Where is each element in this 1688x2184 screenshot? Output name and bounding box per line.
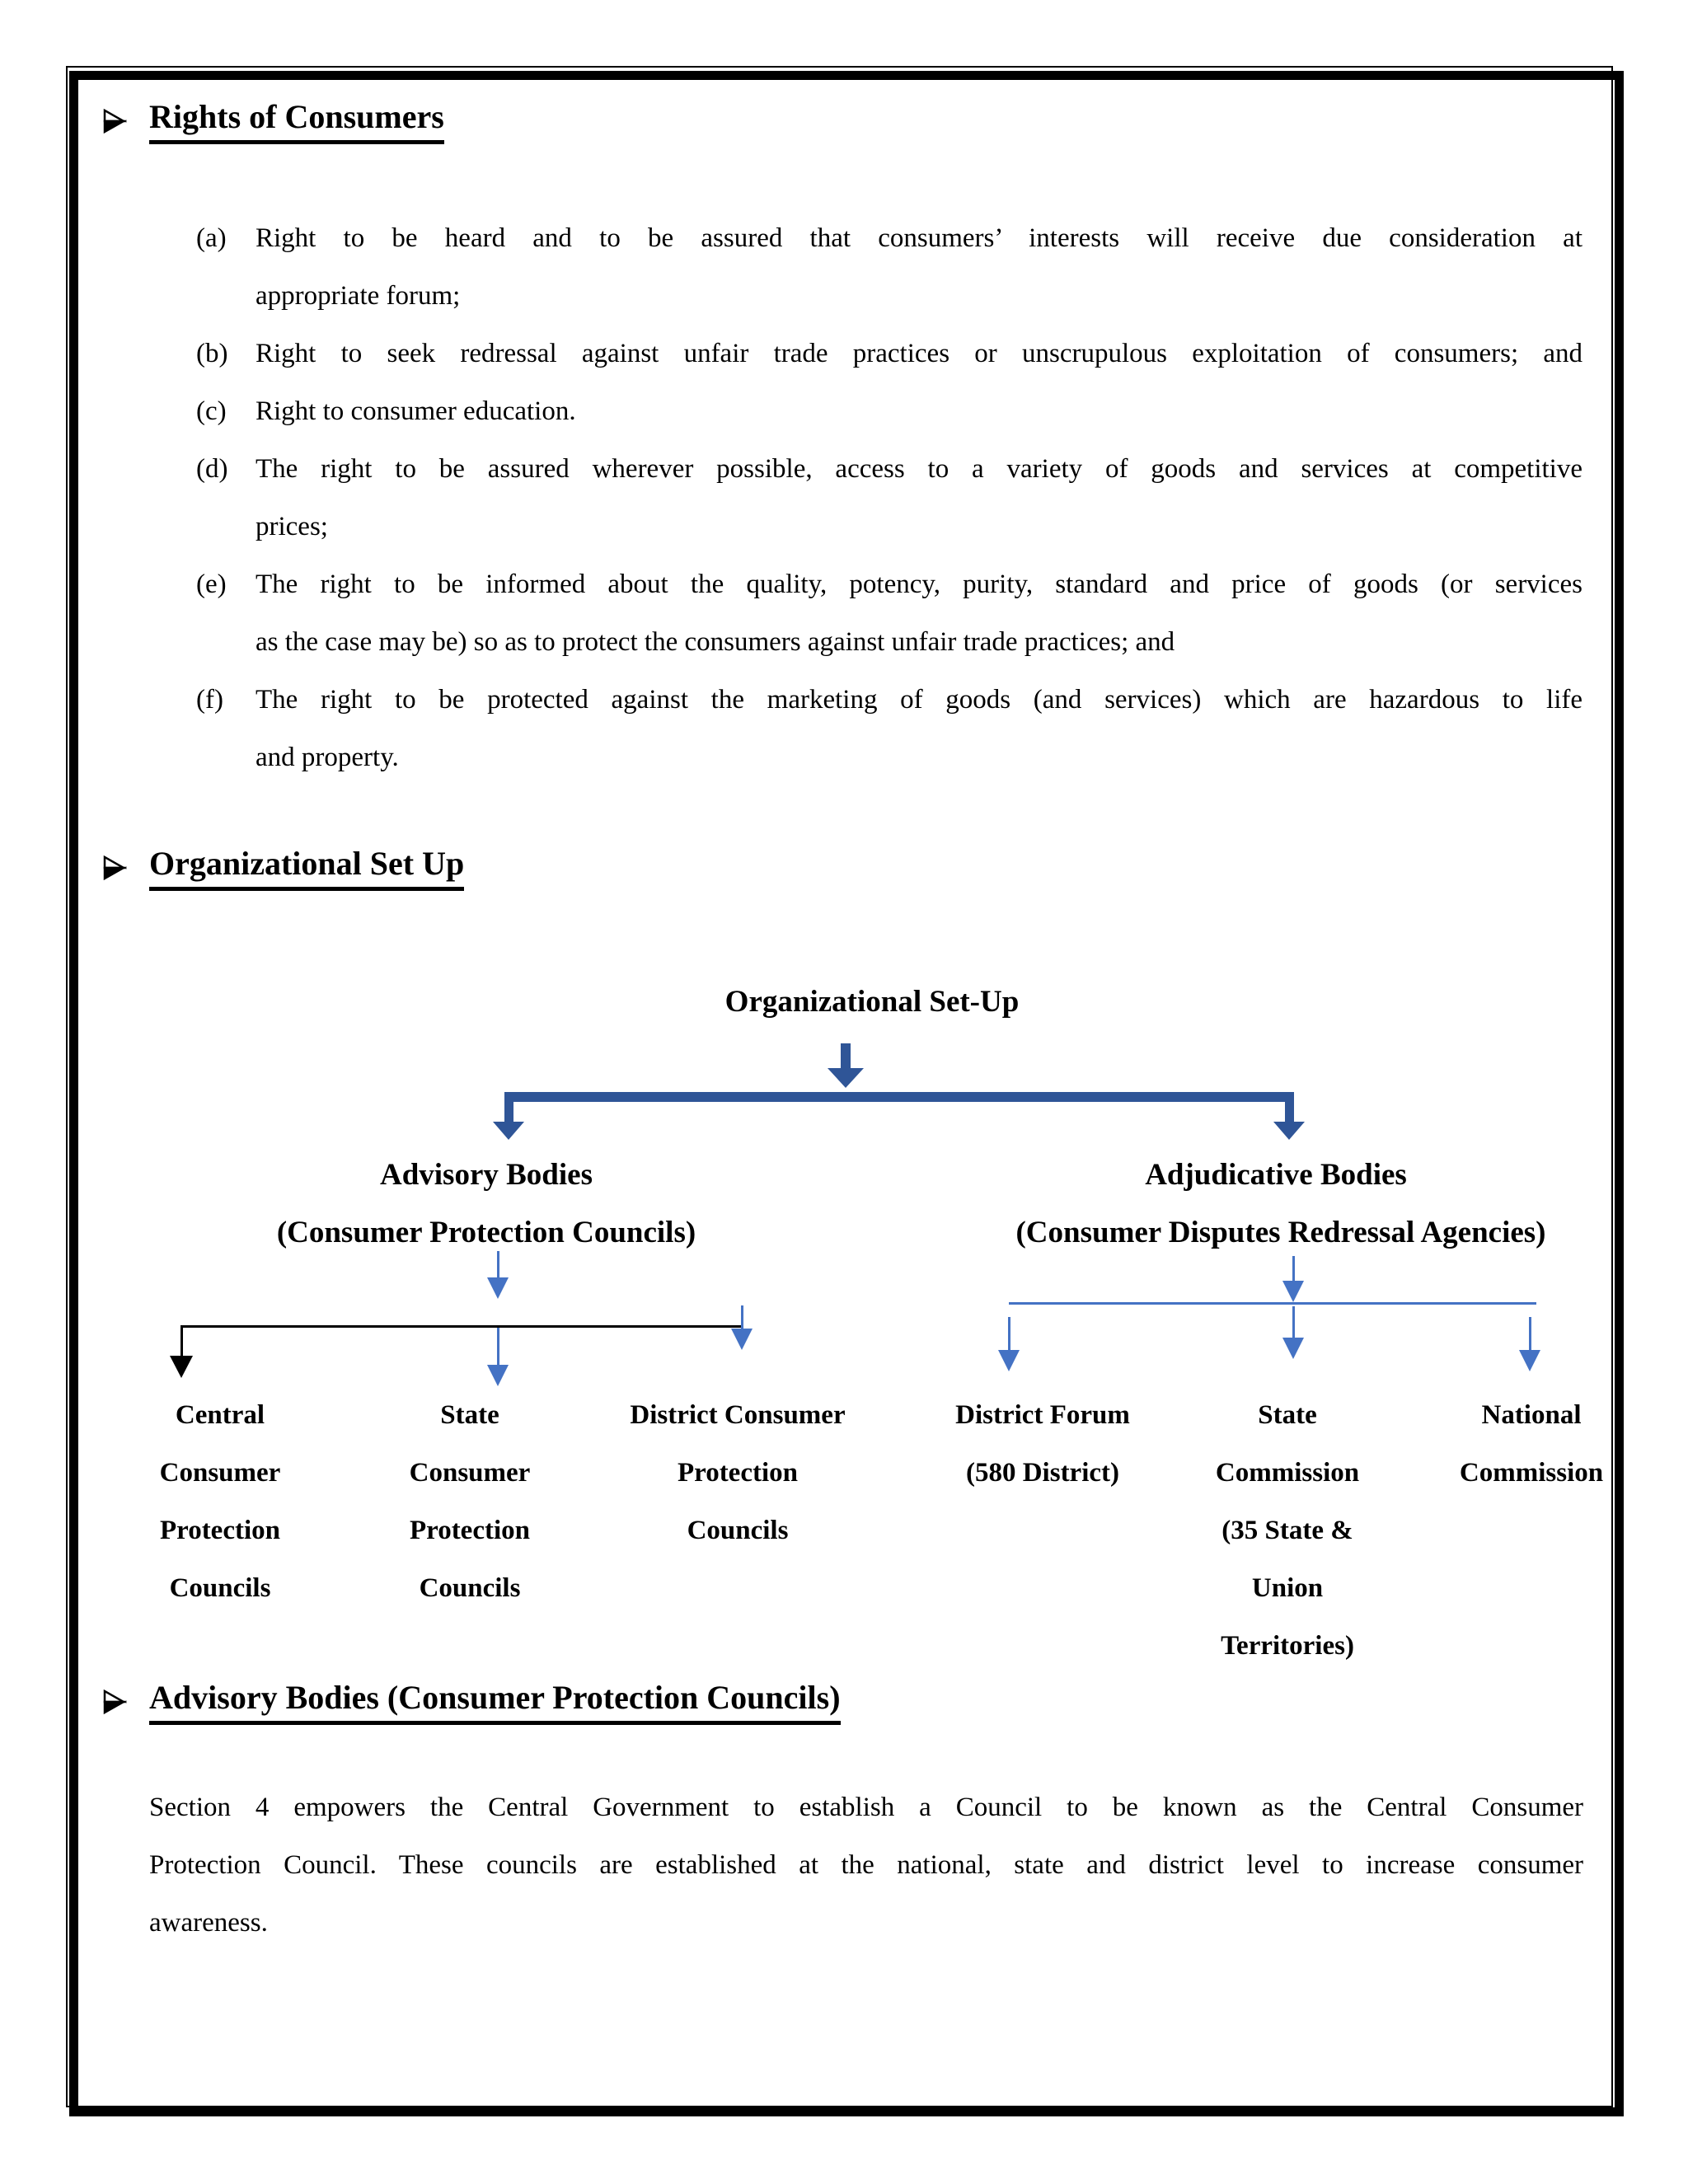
connector-line (181, 1325, 743, 1328)
connector-line (1009, 1302, 1536, 1305)
org-node-central-cpc: Central Consumer Protection Councils (96, 1386, 344, 1617)
org-node-national-commission: National Commission (1408, 1386, 1655, 1502)
connector-shaft (504, 1102, 513, 1123)
section-heading-advisory: Advisory Bodies (Consumer Protection Cou… (149, 1678, 841, 1725)
list-marker-f: (f) (196, 685, 223, 715)
list-line-f1: The right to be protected against the ma… (256, 685, 1582, 715)
list-line-d2: prices; (256, 512, 328, 541)
connector-shaft (497, 1251, 499, 1279)
list-line-f2: and property. (256, 743, 399, 772)
list-line-b1: Right to seek redressal against unfair t… (256, 339, 1582, 368)
section-heading-rights-text: Rights of Consumers (149, 97, 444, 144)
org-node-line: (580 District) (965, 1458, 1119, 1488)
arrow-down-icon (731, 1329, 753, 1350)
arrow-bullet-icon (102, 107, 127, 135)
connector-shaft (1529, 1317, 1531, 1352)
list-line-e1: The right to be informed about the quali… (256, 569, 1582, 599)
section-heading-rights: Rights of Consumers (149, 97, 444, 144)
arrow-down-icon (170, 1356, 193, 1378)
org-node-line: Councils (169, 1573, 271, 1603)
connector-shaft (1292, 1306, 1295, 1339)
org-node-line: Commission (1215, 1458, 1360, 1488)
list-marker-d: (d) (196, 454, 228, 484)
branch-adjudicative-title: Adjudicative Bodies (1145, 1158, 1407, 1192)
org-node-line: Central (175, 1400, 265, 1430)
org-node-district-cpc: District Consumer Protection Councils (573, 1386, 903, 1559)
org-node-line: Protection (409, 1516, 530, 1545)
branch-advisory-subtitle: (Consumer Protection Councils) (276, 1216, 696, 1249)
branch-advisory-title: Advisory Bodies (379, 1158, 593, 1192)
org-node-line: State (1258, 1400, 1317, 1430)
org-node-state-cpc: State Consumer Protection Councils (346, 1386, 593, 1617)
branch-adjudicative-subtitle: (Consumer Disputes Redressal Agencies) (1015, 1216, 1546, 1249)
section-heading-org-text: Organizational Set Up (149, 844, 465, 891)
org-node-line: Consumer (409, 1458, 531, 1488)
org-node-line: Protection (159, 1516, 280, 1545)
org-node-line: Commission (1459, 1458, 1604, 1488)
arrow-down-icon (1282, 1338, 1304, 1359)
org-chart-title: Organizational Set-Up (724, 985, 1020, 1019)
section-heading-advisory-text: Advisory Bodies (Consumer Protection Cou… (149, 1678, 841, 1725)
org-node-line: Protection (677, 1458, 798, 1488)
org-node-line: Union (1251, 1573, 1324, 1603)
list-marker-a: (a) (196, 223, 227, 253)
org-node-line: District Forum (955, 1400, 1130, 1430)
org-node-line: (35 State & (1221, 1516, 1353, 1545)
connector-bar (504, 1092, 1294, 1102)
connector-shaft (497, 1328, 499, 1366)
connector-shaft (181, 1328, 183, 1357)
org-node-line: Councils (687, 1516, 789, 1545)
arrow-bullet-icon (102, 854, 127, 882)
list-line-d1: The right to be assured wherever possibl… (256, 454, 1582, 484)
list-marker-b: (b) (196, 339, 228, 368)
list-marker-c: (c) (196, 396, 227, 426)
arrow-down-icon (487, 1365, 509, 1386)
arrow-bullet-icon (102, 1688, 127, 1716)
arrow-down-icon (998, 1350, 1020, 1371)
connector-shaft (741, 1305, 743, 1330)
arrow-down-icon (828, 1068, 864, 1088)
org-node-line: Territories) (1221, 1631, 1354, 1661)
list-line-e2: as the case may be) so as to protect the… (256, 627, 1175, 657)
org-node-district-forum: District Forum (580 District) (898, 1386, 1187, 1502)
arrow-down-icon (1273, 1122, 1305, 1140)
org-node-line: Consumer (159, 1458, 281, 1488)
connector-shaft (1292, 1256, 1295, 1282)
arrow-down-icon (493, 1122, 524, 1140)
list-line-c1: Right to consumer education. (256, 396, 576, 426)
section-heading-org: Organizational Set Up (149, 844, 465, 891)
org-node-line: National (1481, 1400, 1582, 1430)
org-node-line: State (440, 1400, 499, 1430)
paragraph-line: Protection Council. These councils are e… (149, 1850, 1583, 1880)
connector-shaft (1008, 1317, 1010, 1352)
connector-shaft (1285, 1102, 1294, 1123)
paragraph-line: awareness. (149, 1908, 268, 1938)
paragraph-line: Section 4 empowers the Central Governmen… (149, 1793, 1583, 1822)
arrow-down-icon (487, 1277, 509, 1299)
arrow-down-icon (1282, 1281, 1304, 1302)
connector-shaft (841, 1043, 851, 1070)
list-marker-e: (e) (196, 569, 227, 599)
org-node-line: District Consumer (630, 1400, 846, 1430)
list-line-a1: Right to be heard and to be assured that… (256, 223, 1582, 253)
org-node-state-commission: State Commission (35 State & Union Terri… (1164, 1386, 1411, 1675)
org-node-line: Councils (419, 1573, 521, 1603)
arrow-down-icon (1519, 1350, 1540, 1371)
list-line-a2: appropriate forum; (256, 281, 461, 311)
